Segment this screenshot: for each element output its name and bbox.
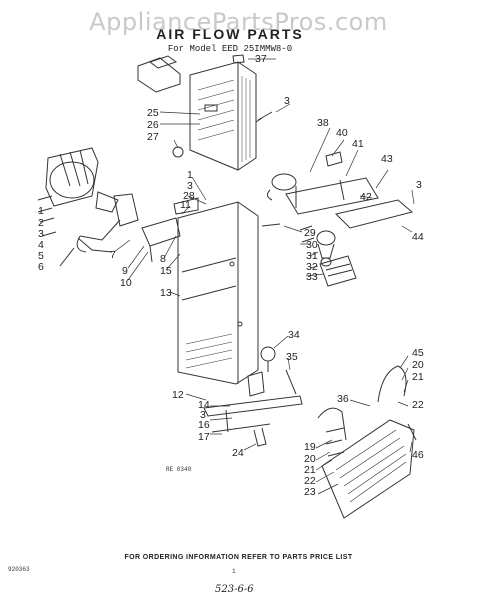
callout-11: 11 bbox=[180, 199, 191, 211]
callout-8: 8 bbox=[160, 253, 166, 265]
light-cover-part bbox=[319, 255, 357, 287]
callout-20-lower: 20 bbox=[304, 453, 316, 465]
control-housing-part bbox=[266, 151, 379, 215]
callout-26: 26 bbox=[147, 119, 159, 131]
callout-27: 27 bbox=[147, 131, 159, 143]
air-diffuser-part bbox=[137, 55, 181, 93]
thermostat-knob-part bbox=[316, 230, 336, 267]
callout-28: 28 bbox=[183, 190, 195, 202]
callout-45: 45 bbox=[412, 347, 424, 359]
callout-15: 15 bbox=[160, 265, 172, 277]
callout-6: 6 bbox=[38, 261, 44, 273]
callout-14: 14 bbox=[198, 399, 210, 411]
leader-lines bbox=[113, 58, 415, 495]
heater-wire-part bbox=[377, 365, 407, 403]
watermark: AppliancePartsPros.com bbox=[89, 8, 388, 36]
callout-36: 36 bbox=[337, 393, 349, 405]
callout-2: 2 bbox=[38, 217, 44, 229]
damper-lever-part bbox=[247, 371, 265, 397]
grille-panel-part bbox=[189, 61, 257, 171]
callout-21-right: 21 bbox=[412, 371, 424, 383]
diagram-code: RE 0340 bbox=[166, 466, 192, 473]
callout-38: 38 bbox=[317, 117, 329, 129]
callout-33: 33 bbox=[306, 271, 318, 283]
clip-part bbox=[232, 54, 245, 64]
callout-9: 9 bbox=[122, 265, 128, 277]
fan-assembly-part bbox=[45, 147, 139, 253]
callout-7: 7 bbox=[110, 249, 116, 261]
callout-17: 17 bbox=[198, 431, 210, 443]
damper-link-part bbox=[253, 427, 267, 447]
crisper-cover-part bbox=[321, 419, 415, 519]
document-code: 920363 bbox=[8, 566, 30, 573]
page-mark: 1 bbox=[232, 568, 236, 575]
knob-part bbox=[172, 146, 184, 158]
model-subtitle: For Model EED 25IMMW8-0 bbox=[167, 44, 293, 54]
callout-44: 44 bbox=[412, 231, 424, 243]
callout-16: 16 bbox=[198, 419, 210, 431]
callout-21-lower: 21 bbox=[304, 464, 316, 476]
callout-1-mid: 1 bbox=[187, 169, 193, 181]
callout-31: 31 bbox=[306, 250, 318, 262]
callout-3-top: 3 bbox=[284, 95, 290, 107]
mount-clip-part bbox=[173, 197, 199, 215]
callout-32: 32 bbox=[306, 261, 318, 273]
evaporator-cover-part bbox=[177, 201, 259, 385]
callout-30: 30 bbox=[306, 239, 318, 251]
thermostat-screws-part bbox=[261, 223, 315, 243]
callout-25: 25 bbox=[147, 107, 159, 119]
heater-terminal-part bbox=[325, 427, 345, 457]
ordering-note: FOR ORDERING INFORMATION REFER TO PARTS … bbox=[124, 554, 353, 561]
callout-3-left: 3 bbox=[38, 228, 44, 240]
damper-knob-part bbox=[260, 346, 276, 372]
callout-37: 37 bbox=[255, 53, 267, 65]
callout-3-lower: 3 bbox=[200, 409, 206, 421]
callout-22-lower: 22 bbox=[304, 475, 316, 487]
mount-screw-46 bbox=[407, 423, 417, 441]
callout-3-mid: 3 bbox=[187, 180, 193, 192]
wire-harness-part bbox=[59, 237, 113, 267]
heater-wire-part-2 bbox=[317, 407, 347, 441]
motor-bracket-part bbox=[141, 217, 181, 263]
callout-24: 24 bbox=[232, 447, 244, 459]
callout-1-left: 1 bbox=[38, 205, 44, 217]
callout-34: 34 bbox=[288, 329, 300, 341]
callout-23: 23 bbox=[304, 486, 316, 498]
screw-part bbox=[255, 111, 273, 123]
callout-43: 43 bbox=[381, 153, 393, 165]
callout-42: 42 bbox=[360, 191, 372, 203]
callout-13: 13 bbox=[160, 287, 172, 299]
handwritten-signature: 523-6-6 bbox=[215, 584, 254, 595]
callout-19: 19 bbox=[304, 441, 316, 453]
damper-rod-part bbox=[203, 395, 303, 433]
callout-4: 4 bbox=[38, 239, 44, 251]
callout-22-right: 22 bbox=[412, 399, 424, 411]
callout-35: 35 bbox=[286, 351, 298, 363]
callout-3-right: 3 bbox=[416, 179, 422, 191]
callout-12: 12 bbox=[172, 389, 184, 401]
callout-5: 5 bbox=[38, 250, 44, 262]
callout-46: 46 bbox=[412, 449, 424, 461]
callout-40: 40 bbox=[336, 127, 348, 139]
damper-screw-part bbox=[285, 369, 297, 395]
diagram-title: AIR FLOW PARTS bbox=[156, 26, 304, 42]
callout-20-right: 20 bbox=[412, 359, 424, 371]
control-cover-part bbox=[335, 199, 414, 229]
mount-screws-part bbox=[37, 195, 57, 237]
callout-10: 10 bbox=[120, 277, 132, 289]
callout-41: 41 bbox=[352, 138, 364, 150]
callout-29: 29 bbox=[304, 227, 316, 239]
